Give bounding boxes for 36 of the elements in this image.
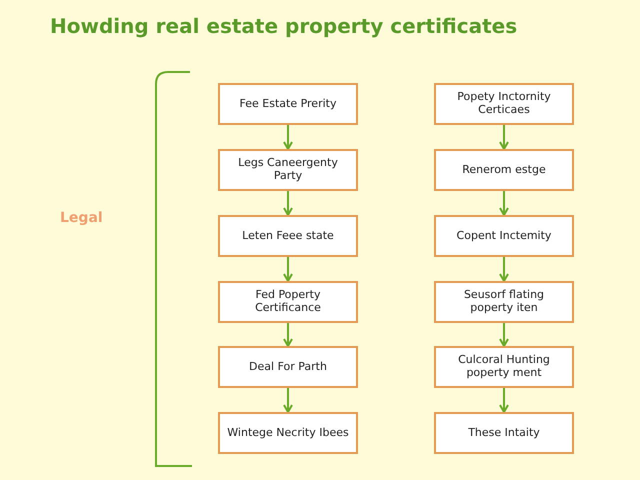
box-text: Wintege Necrity Ibees [227,426,349,440]
arrow [283,388,293,413]
arrow [499,257,509,282]
process-box [218,281,358,323]
process-box [218,215,358,257]
process-box [218,346,358,388]
process-box [434,281,574,323]
box-text: Popety Inctornity Certicaes [456,91,552,117]
arrow [283,323,293,347]
title: Howding real estate property certificates [50,14,518,38]
process-box [218,412,358,454]
process-box [434,215,574,257]
arrow [283,257,293,282]
box-text: Leten Feee state [242,230,334,242]
box-text: Deal For Parth [249,360,327,374]
arrow [499,323,509,347]
box-text: These Intaity [468,426,540,440]
process-box [218,83,358,125]
process-box [434,83,574,125]
box-text: Culcoral Hunting poperty ment [457,354,551,380]
arrow [499,125,509,150]
arrow [499,191,509,216]
side-label: Legal [60,210,103,226]
process-box [434,412,574,454]
process-box [218,149,358,191]
box-text: Copent Inctemity [456,230,552,242]
box-text: Seusorf flating poperty iten [462,289,546,315]
box-text: Fee Estate Prerity [240,98,336,110]
process-box [434,149,574,191]
arrow [499,388,509,413]
box-text: Legs Caneergenty Party [237,157,339,183]
box-text: Fed Poperty Certificance [254,289,322,315]
process-box [434,346,574,388]
arrow [283,191,293,216]
arrow [283,125,293,150]
box-text: Renerom estge [462,164,546,176]
